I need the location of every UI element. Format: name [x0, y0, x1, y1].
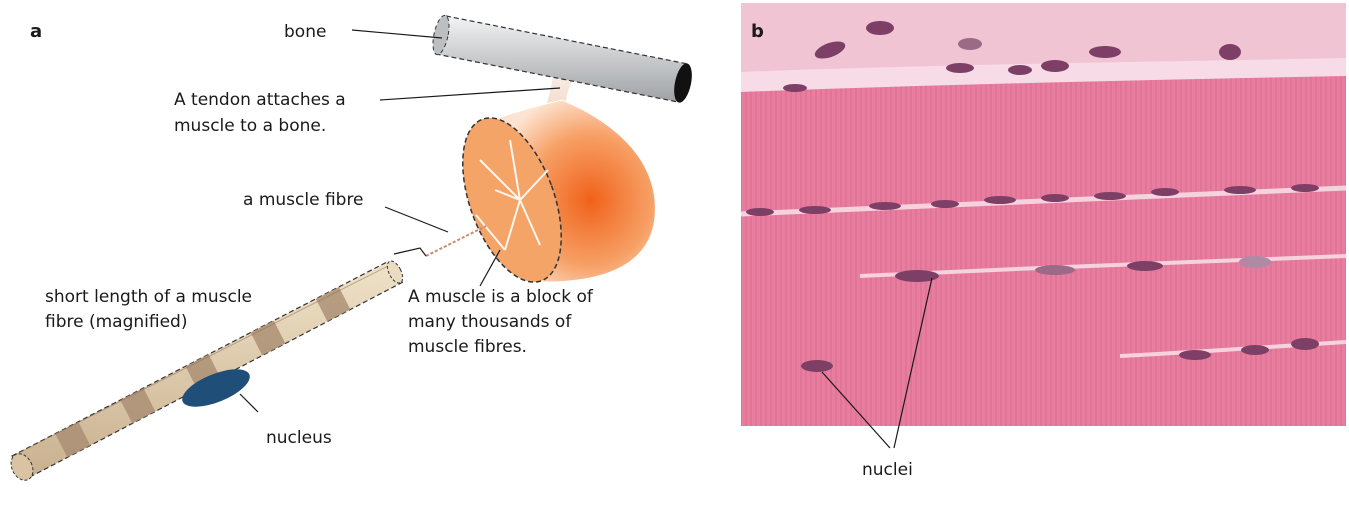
- nucleus-cell: [1224, 186, 1256, 194]
- nucleus-cell: [783, 84, 807, 92]
- nucleus-cell: [1008, 65, 1032, 75]
- nucleus-cell: [1094, 192, 1126, 200]
- tendon-label-line1: A tendon attaches a: [174, 90, 346, 110]
- fibre-label: a muscle fibre: [243, 190, 364, 210]
- panel-a-letter: a: [30, 21, 42, 42]
- short-fibre-leader: [394, 248, 426, 256]
- nucleus-cell: [869, 202, 901, 210]
- nucleus-leader: [240, 394, 258, 412]
- nucleus-cell: [1041, 194, 1069, 202]
- short-fibre-label-line1: short length of a muscle: [45, 287, 252, 307]
- panel-b-letter: b: [751, 21, 764, 42]
- tendon-label-line2: muscle to a bone.: [174, 116, 326, 136]
- nucleus-cell: [984, 196, 1016, 204]
- nucleus-cell: [1089, 46, 1121, 58]
- nucleus-cell: [1291, 338, 1319, 350]
- nucleus-cell: [1127, 261, 1163, 271]
- nucleus-cell: [1291, 184, 1319, 192]
- nucleus-cell: [1035, 265, 1075, 275]
- tendon-leader: [380, 88, 560, 100]
- nucleus-cell: [946, 63, 974, 73]
- bone-leader: [352, 30, 442, 38]
- nucleus-cell: [1041, 60, 1069, 72]
- muscle-fibre-strand: [426, 226, 486, 256]
- micrograph: [741, 3, 1346, 426]
- short-fibre-label-line2: fibre (magnified): [45, 312, 187, 332]
- nucleus-cell: [799, 206, 831, 214]
- muscle-label-line3: muscle fibres.: [408, 337, 527, 357]
- muscle-label-line2: many thousands of: [408, 312, 572, 332]
- nucleus-cell: [746, 208, 774, 216]
- nucleus-cell: [1241, 345, 1269, 355]
- nucleus-cell: [801, 360, 833, 372]
- nucleus-label: nucleus: [266, 428, 332, 448]
- nucleus-cell: [1151, 188, 1179, 196]
- muscle-label-line1: A muscle is a block of: [408, 287, 594, 307]
- nucleus-cell: [958, 38, 982, 50]
- nucleus-cell: [866, 21, 894, 35]
- nuclei-label: nuclei: [862, 460, 913, 480]
- nucleus-cell: [1239, 256, 1271, 268]
- nucleus-cell: [1179, 350, 1211, 360]
- nucleus-cell: [1219, 44, 1241, 60]
- nucleus-cell: [931, 200, 959, 208]
- muscle-leader: [480, 250, 500, 286]
- bone-label: bone: [284, 22, 326, 42]
- nucleus-cell: [895, 270, 939, 282]
- fibre-leader: [385, 207, 448, 232]
